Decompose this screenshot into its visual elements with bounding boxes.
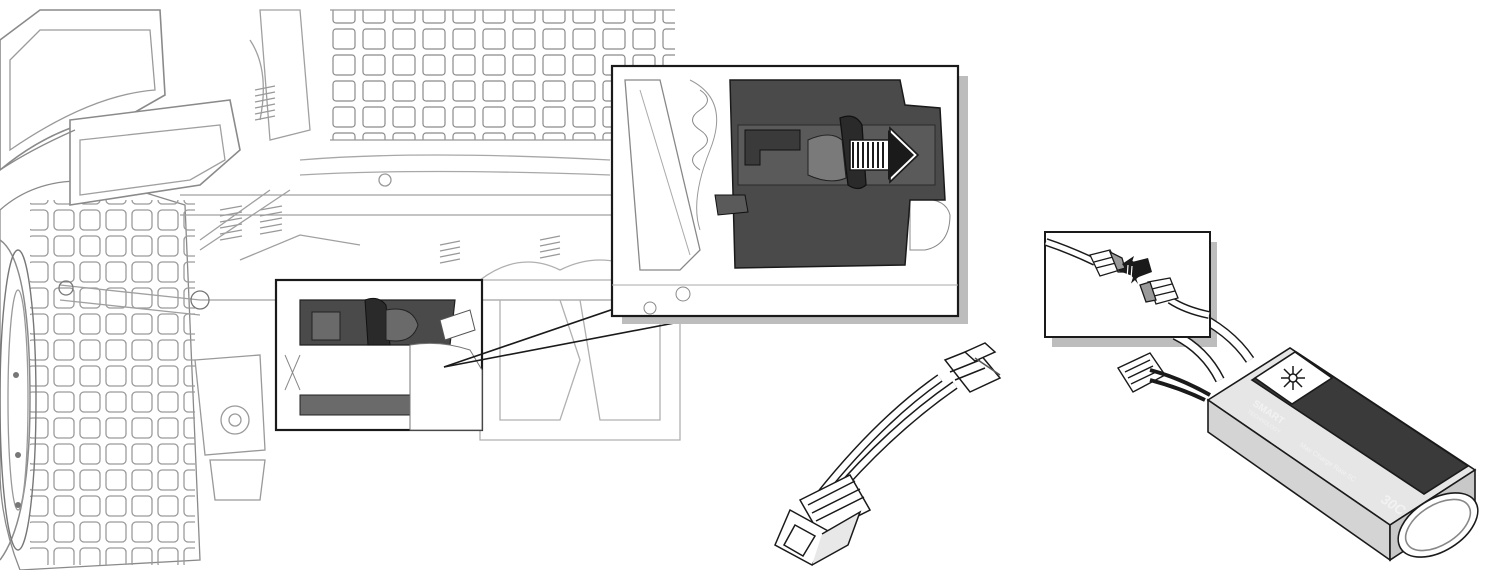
lipo-battery-pack: SMART TECHNOLOGY Max Charge Rate 5C 30C: [1052, 242, 1479, 562]
smart-logo-icon: [1281, 366, 1305, 390]
arrow-right-icon: [849, 126, 920, 184]
large-connector-plug: [774, 474, 872, 567]
battery-tray-closeup-small: [274, 278, 484, 432]
battery-body: [1206, 347, 1479, 562]
balance-connector: [1116, 352, 1211, 402]
connector-mating-closeup: [1044, 231, 1211, 338]
arrow-left-icon: [1116, 256, 1152, 284]
suspension-springs: [219, 85, 561, 264]
leader-lines: [443, 299, 691, 368]
front-fender: [0, 9, 241, 206]
steering-knuckle: [194, 354, 266, 501]
connector-adapter-cable: [774, 342, 1002, 567]
chassis-frame: [58, 154, 620, 316]
small-connector-plug: [943, 342, 1002, 393]
front-tire: [0, 180, 201, 570]
battery-latch-closeup: [610, 64, 968, 324]
